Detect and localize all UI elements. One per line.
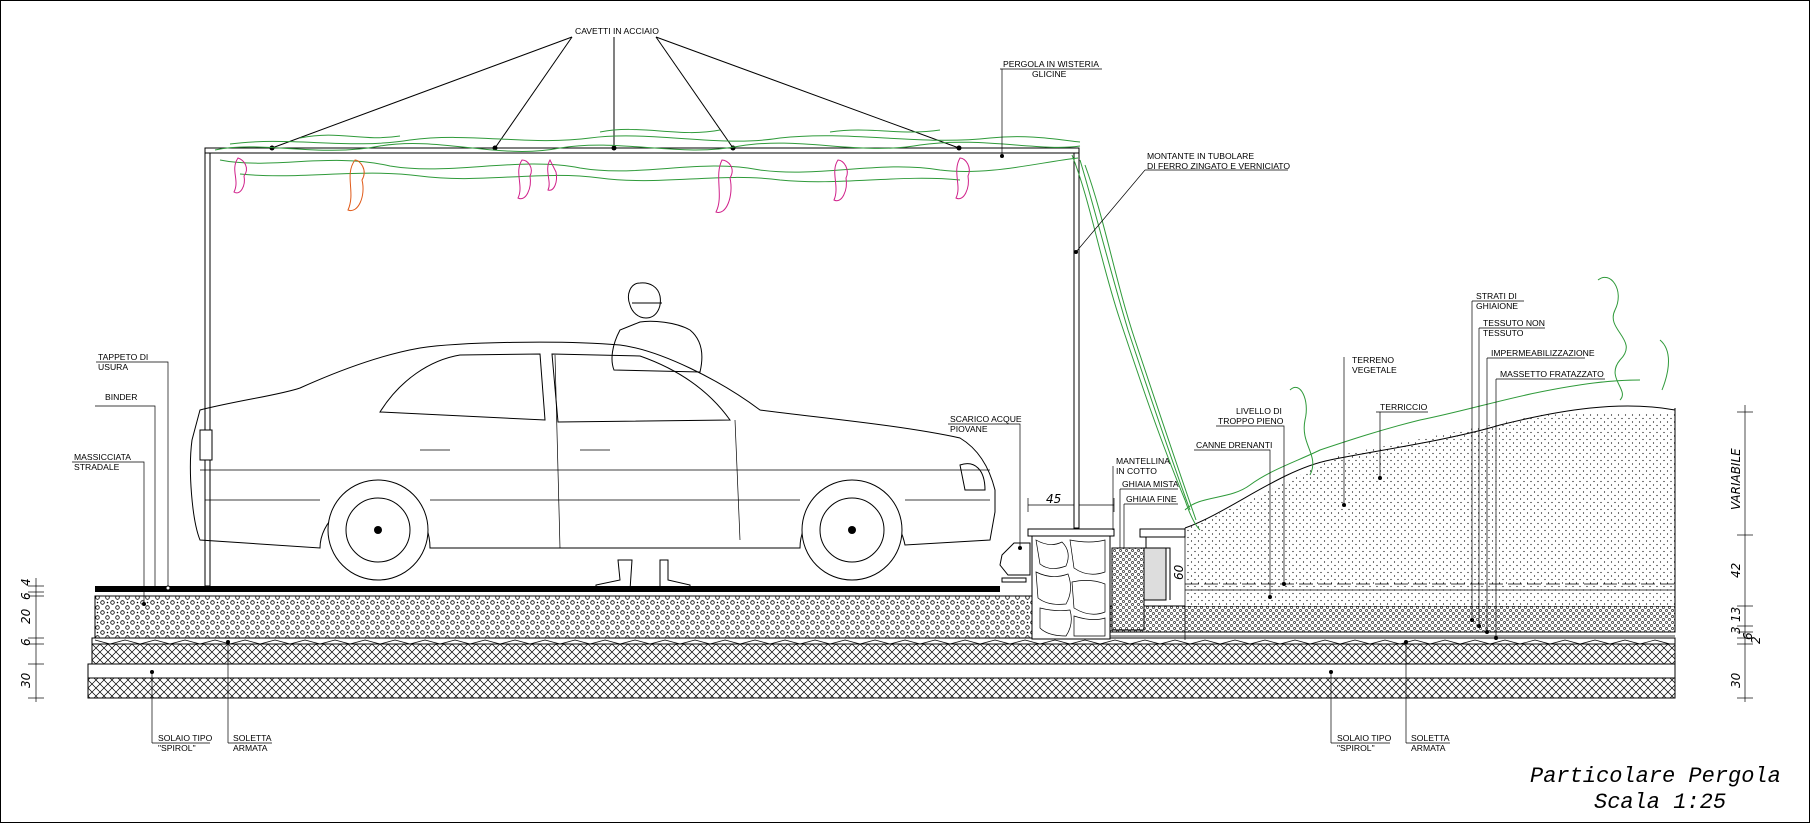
car-silhouette <box>189 341 996 581</box>
ghiaia-mista-column <box>1111 547 1145 631</box>
person-silhouette <box>595 282 703 591</box>
soletta-layer <box>91 637 1676 645</box>
label-glicine: GLICINE <box>1032 69 1067 79</box>
label-terreno-1: TERRENO <box>1352 355 1394 365</box>
dim-left-4: 4 <box>19 578 33 586</box>
ghiaione-layer <box>1109 605 1676 633</box>
right-post <box>1073 152 1080 529</box>
mantellina-cotto <box>1027 528 1115 537</box>
dim-left-30: 30 <box>19 672 33 688</box>
dim-45: 45 <box>1046 492 1061 506</box>
label-terriccio: TERRICCIO <box>1380 402 1428 412</box>
massicciata-layer <box>94 595 1033 639</box>
label-strati-1: STRATI DI <box>1476 291 1517 301</box>
annotations: CAVETTI IN ACCIAIO PERGOLA IN WISTERIA G… <box>72 26 1605 753</box>
dim-right-13: 13 <box>1729 607 1743 622</box>
label-livello-1: LIVELLO DI <box>1236 406 1282 416</box>
dim-right-variabile: VARIABILE <box>1729 448 1743 510</box>
label-cavetti: CAVETTI IN ACCIAIO <box>575 26 659 36</box>
label-soletta-left-2: ARMATA <box>233 743 268 753</box>
label-ghiaia-fine: GHIAIA FINE <box>1126 494 1177 504</box>
dim-60: 60 <box>1172 564 1186 580</box>
dim-right-42: 42 <box>1729 563 1743 578</box>
label-scarico-1: SCARICO ACQUE <box>950 414 1022 424</box>
drawing-scale: Scala 1:25 <box>1594 790 1726 815</box>
dim-right-30: 30 <box>1729 672 1743 688</box>
steel-cable <box>494 36 573 149</box>
dim-left-6b: 6 <box>19 638 33 646</box>
planter-section: 45 60 <box>999 405 1676 640</box>
label-imperm: IMPERMEABILIZZAZIONE <box>1491 348 1595 358</box>
label-strati-2: GHIAIONE <box>1476 301 1518 311</box>
label-mantellina-2: IN COTTO <box>1116 466 1157 476</box>
terriccio-fill <box>1185 412 1675 606</box>
drawing-title: Particolare Pergola <box>1530 764 1781 789</box>
pergola-beam <box>204 147 1080 154</box>
dim-left-6a: 6 <box>19 592 33 600</box>
solaio-upper <box>91 643 1676 665</box>
label-massicciata-1: MASSICCIATA <box>74 452 131 462</box>
label-solaio-left-1: SOLAIO TIPO <box>158 733 213 743</box>
label-scarico-2: PIOVANE <box>950 424 988 434</box>
ground-section <box>87 586 1676 699</box>
label-tessuto-1: TESSUTO NON <box>1483 318 1545 328</box>
label-binder: BINDER <box>105 392 137 402</box>
dim-right-6: 6 <box>1741 632 1755 640</box>
label-montante-1: MONTANTE IN TUBOLARE <box>1147 151 1254 161</box>
label-soletta-right-1: SOLETTA <box>1411 733 1450 743</box>
left-post <box>204 152 211 587</box>
label-montante-2: DI FERRO ZINGATO E VERNICIATO <box>1147 161 1290 171</box>
label-tessuto-2: TESSUTO <box>1483 328 1524 338</box>
label-ghiaia-mista: GHIAIA MISTA <box>1122 479 1179 489</box>
dim-right-3: 3 <box>1729 626 1743 634</box>
label-pergola: PERGOLA IN WISTERIA <box>1003 59 1099 69</box>
label-solaio-right-2: "SPIROL" <box>1337 743 1375 753</box>
label-livello-2: TROPPO PIENO <box>1218 416 1284 426</box>
label-massetto: MASSETTO FRATAZZATO <box>1500 369 1604 379</box>
steel-cable <box>655 36 734 149</box>
wisteria-flowers <box>233 157 970 213</box>
solaio-lower <box>87 677 1676 699</box>
label-canne: CANNE DRENANTI <box>1196 440 1272 450</box>
label-soletta-right-2: ARMATA <box>1411 743 1446 753</box>
right-dimension-chain: VARIABILE 42 13 3 6 2 30 <box>1729 405 1763 702</box>
ghiaia-fine-column <box>1143 547 1167 601</box>
label-massicciata-2: STRADALE <box>74 462 120 472</box>
label-solaio-left-2: "SPIROL" <box>158 743 196 753</box>
dim-left-20: 20 <box>19 608 33 624</box>
label-solaio-right-1: SOLAIO TIPO <box>1337 733 1392 743</box>
dim-right-2: 2 <box>1749 636 1763 644</box>
label-terreno-2: VEGETALE <box>1352 365 1397 375</box>
label-mantellina-1: MANTELLINA <box>1116 456 1170 466</box>
steel-cable <box>655 36 960 149</box>
left-dimension-chain: 4 6 20 6 30 <box>19 578 44 702</box>
title-block: Particolare Pergola Scala 1:25 <box>1530 764 1781 815</box>
label-tappeto-1: TAPPETO DI <box>98 352 148 362</box>
label-tappeto-2: USURA <box>98 362 128 372</box>
label-soletta-left-1: SOLETTA <box>233 733 272 743</box>
tappeto-usura-layer <box>95 586 1000 592</box>
pergola-structure <box>204 36 1080 587</box>
steel-cable <box>271 36 573 149</box>
